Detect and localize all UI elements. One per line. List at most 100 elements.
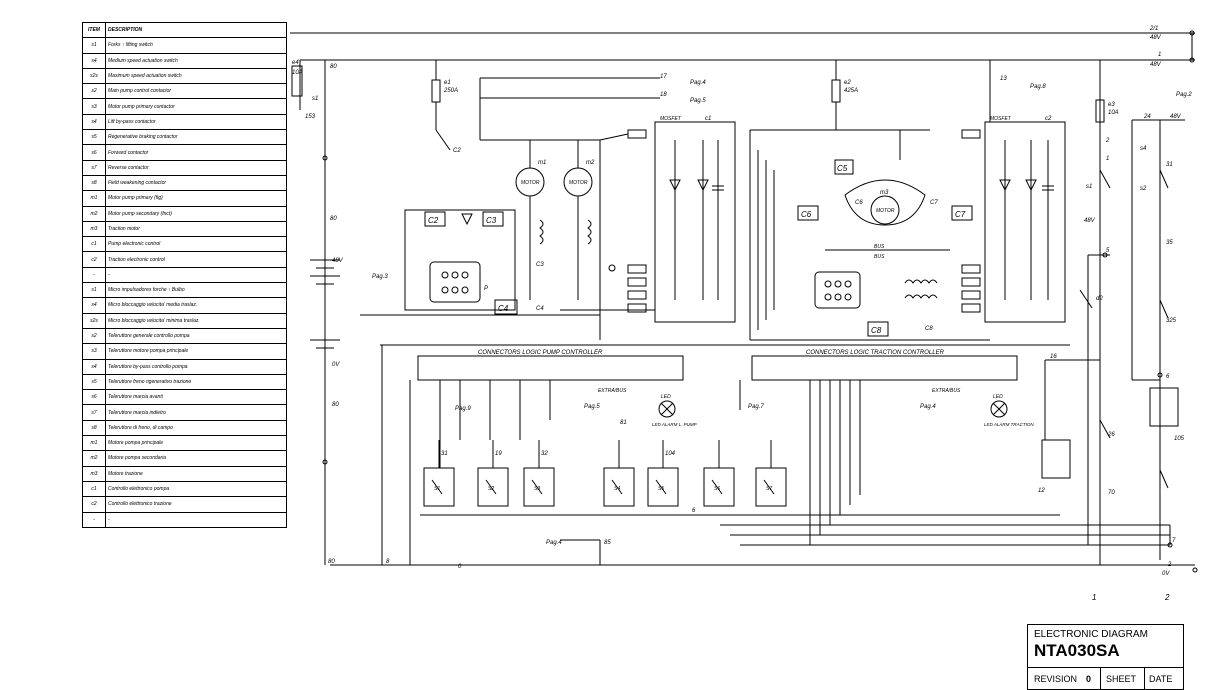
switch-label: S5 <box>658 486 664 492</box>
switch-wire-number: 32 <box>541 451 548 457</box>
component-c5-box <box>834 159 854 175</box>
label-wire-13: 13 <box>1000 76 1007 82</box>
legend-item-description: - <box>105 511 287 528</box>
divider <box>1100 668 1101 690</box>
label-right-w5: 5 <box>1106 248 1110 254</box>
component-c6-box <box>797 205 819 221</box>
label-right-s1: s1 <box>1086 184 1092 190</box>
label-led2-caption: LED ALARM TRACTION <box>984 422 1034 427</box>
label-pag-pump: Pag.5 <box>584 404 600 410</box>
label-c4: C4 <box>536 306 544 312</box>
divider <box>1144 668 1145 690</box>
label-right-w70: 70 <box>1108 490 1115 496</box>
label-bottom-8: 8 <box>386 559 390 565</box>
label-key-switch: s1 <box>312 96 318 102</box>
label-right-w24: 24 <box>1143 114 1151 120</box>
label-c7: C7 <box>930 200 938 206</box>
label-top-v1b: 48V <box>1150 35 1162 41</box>
label-right-k1: s4 <box>1140 146 1147 152</box>
switch-label: S2 <box>488 486 494 492</box>
date-label: DATE <box>1149 674 1173 684</box>
label-c8: C8 <box>925 326 933 332</box>
label-pump-fuse: e1 <box>444 80 451 86</box>
label-wire-16: 16 <box>1050 354 1057 360</box>
bottom-bus-wires <box>420 514 1170 565</box>
label-bottom-left-wire: 80 <box>328 559 335 565</box>
title-block-label: ELECTRONIC DIAGRAM <box>1034 629 1148 640</box>
label-bus-2: BUS <box>874 254 885 260</box>
label-comp-c8: C8 <box>871 326 882 335</box>
label-led2: LED <box>993 394 1003 400</box>
title-block-footer: REVISION 0 SHEET DATE <box>1028 667 1183 690</box>
label-pump-contact: C2 <box>453 148 461 154</box>
traction-logic-connector <box>814 271 861 309</box>
label-led1: LED <box>661 394 671 400</box>
label-right-w7: 7 <box>1172 538 1176 544</box>
traction-connector-strip <box>751 355 1018 381</box>
switch-wire-number: 19 <box>495 451 502 457</box>
component-c4-box <box>494 299 518 315</box>
pump-mosfet-controller <box>654 121 736 323</box>
label-top-v2b: 48V <box>1150 62 1162 68</box>
component-c8-box <box>867 321 889 337</box>
switch-label: S3 <box>534 486 540 492</box>
label-fuse-left-tag: 153 <box>305 114 316 120</box>
diagram-labels: e4 10A 153 s1 80 80 48V 0V 80 80 8 0 e1 … <box>292 26 1192 602</box>
label-pag4: Pag.4 <box>690 80 706 86</box>
label-pump-motor-1: MOTOR <box>521 180 540 186</box>
right-control-circuit <box>1041 30 1198 573</box>
label-comp-c2: C2 <box>428 216 439 225</box>
label-right-k2: s2 <box>1140 186 1147 192</box>
label-pag-trac: Pag.4 <box>920 404 936 410</box>
label-right-bottom-v: 2 <box>1167 562 1172 568</box>
pump-section <box>360 60 736 340</box>
pump-connector-strip <box>417 355 684 381</box>
switch-label: S6 <box>714 486 720 492</box>
label-c1: c1 <box>705 116 711 122</box>
label-battery-negative: 0V <box>332 362 340 368</box>
label-pump-connector: CONNECTORS LOGIC PUMP CONTROLLER <box>478 350 603 356</box>
label-right-w325: 325 <box>1166 318 1177 324</box>
label-pump-extra: EXTRA/BUS <box>598 388 627 394</box>
bottom-switch: S3 32 <box>523 440 555 507</box>
label-m3: m3 <box>880 190 889 196</box>
legend-row: -- <box>82 511 287 528</box>
battery-48v <box>291 65 340 465</box>
label-wire-81: 81 <box>620 420 627 426</box>
label-right-fuse: e3 <box>1108 102 1115 108</box>
label-c2: c2 <box>1045 116 1052 122</box>
label-right-w2: 2 <box>1105 138 1110 144</box>
label-pag9: Pag.9 <box>455 406 471 412</box>
label-right-w26: 26 <box>1107 432 1115 438</box>
label-traction-fuse: e2 <box>844 80 851 86</box>
label-top-v1: 2/1 <box>1149 26 1158 32</box>
label-right-w105: 105 <box>1174 436 1185 442</box>
switch-label: S4 <box>614 486 620 492</box>
power-rails <box>290 32 1195 566</box>
revision-value: 0 <box>1086 674 1092 684</box>
traction-motor <box>870 195 900 225</box>
label-right-48v-b: 48V <box>1170 114 1182 120</box>
component-c7-box <box>951 205 973 221</box>
label-right-w6: 6 <box>1166 374 1170 380</box>
label-pump-mosfet: MOSFET <box>660 116 682 122</box>
label-right-w1: 1 <box>1106 156 1109 162</box>
label-comp-c6: C6 <box>801 210 812 219</box>
label-comp-c5: C5 <box>837 164 848 173</box>
label-wire-12: 12 <box>1038 488 1045 494</box>
label-top-v2: 1 <box>1158 52 1161 58</box>
label-wire-85: 85 <box>604 540 611 546</box>
label-comp-c4: C4 <box>498 304 509 313</box>
pump-logic-connector <box>429 261 481 303</box>
